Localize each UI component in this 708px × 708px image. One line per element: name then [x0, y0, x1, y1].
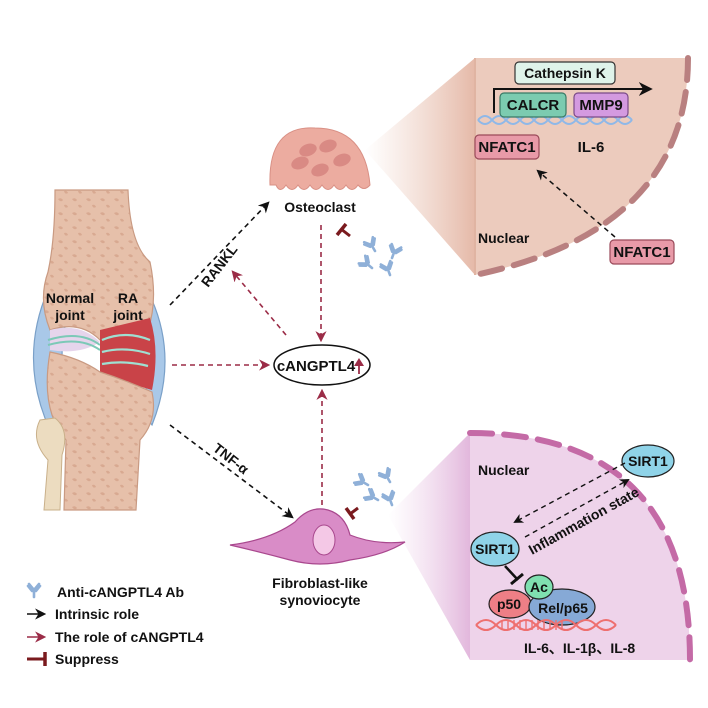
- ac-label: Ac: [530, 579, 548, 595]
- rankl-arrow: [169, 201, 270, 306]
- legend-item-intrinsic: Intrinsic role: [27, 606, 139, 622]
- osteoclast-label: Osteoclast: [284, 199, 356, 215]
- ra-joint-label-2: joint: [112, 307, 143, 323]
- antibody-icon: [26, 582, 42, 599]
- legend-suppress-label: Suppress: [55, 651, 119, 667]
- relp65-label: Rel/p65: [538, 600, 588, 616]
- upregulation-arrow-icon: [354, 358, 364, 374]
- nuclear-label-synoviocyte: Nuclear: [478, 462, 530, 478]
- sirt1-export-arrow: [524, 479, 630, 538]
- normal-joint-label-1: Normal: [46, 290, 94, 306]
- legend-item-antibody: Anti-cANGPTL4 Ab: [26, 582, 184, 600]
- p50-label: p50: [497, 596, 521, 612]
- legend-antibody-label: Anti-cANGPTL4 Ab: [57, 584, 184, 600]
- tnf-alpha-label: TNF-α: [210, 440, 252, 478]
- tnf-alpha-arrow: [169, 424, 294, 519]
- calcr-box: [499, 92, 567, 118]
- ac-ellipse: [524, 574, 554, 600]
- osteoclast-cell: [269, 127, 371, 190]
- nfatc1-dna-label: NFATC1: [478, 139, 535, 156]
- ra-joint-label-1: RA: [118, 290, 138, 306]
- suppress-icon: [27, 652, 47, 666]
- knee-joint-illustration: Normal joint RA joint: [32, 189, 166, 511]
- sirt1-suppress-icon: [504, 565, 524, 586]
- mmp9-label: MMP9: [579, 97, 622, 114]
- sirt1-inside-label: SIRT1: [475, 541, 515, 557]
- nuclear-membrane: [472, 55, 691, 278]
- osteoclast-zoom-panel: Cathepsin K CALCR MMP9 NFATC1 IL-6 Nucle…: [365, 55, 691, 278]
- legend: Anti-cANGPTL4 Ab Intrinsic role The role…: [26, 582, 204, 667]
- sirt1-outside-ellipse: [621, 444, 675, 478]
- antibody-cluster-synoviocyte: [352, 466, 399, 509]
- legend-intrinsic-label: Intrinsic role: [55, 606, 139, 622]
- nfatc1-outside-box: [609, 239, 675, 265]
- nuclear-membrane: [467, 430, 693, 663]
- cangptl4-to-rankl-arrow: [231, 270, 287, 336]
- synoviocyte-zoom-panel: Nuclear SIRT1 Inflammation state SIRT1 p…: [388, 430, 693, 663]
- cathepsin-k-box: [514, 61, 616, 85]
- il6-label: IL-6: [578, 139, 605, 156]
- calcr-label: CALCR: [507, 97, 560, 114]
- sirt1-import-arrow: [513, 462, 626, 523]
- legend-cangptl4-label: The role of cANGPTL4: [55, 629, 204, 645]
- legend-item-suppress: Suppress: [27, 651, 119, 667]
- nfatc1-translocation-arrow: [536, 169, 616, 238]
- nfatc1-dna-box: [474, 134, 540, 160]
- antibody-cluster-osteoclast: [356, 235, 404, 279]
- transcription-arrow: [493, 82, 653, 113]
- cangptl4-node: [273, 344, 371, 386]
- cangptl4-label: cANGPTL4: [277, 358, 356, 375]
- suppress-osteoclast-icon: [335, 222, 351, 238]
- synoviocyte-cell: [229, 508, 406, 565]
- synoviocyte-label-1: Fibroblast-like: [272, 575, 368, 591]
- sirt1-inside-ellipse: [470, 531, 520, 567]
- cytokines-label: IL-6、IL-1β、IL-8: [524, 640, 635, 656]
- sirt1-outside-label: SIRT1: [628, 453, 668, 469]
- cathepsin-k-label: Cathepsin K: [524, 65, 606, 81]
- synoviocyte-label-2: synoviocyte: [280, 592, 361, 608]
- suppress-synoviocyte-icon: [344, 506, 359, 521]
- legend-item-cangptl4: The role of cANGPTL4: [27, 629, 204, 645]
- dna-helix-icon: [475, 619, 617, 631]
- nfatc1-outside-label: NFATC1: [613, 244, 670, 261]
- normal-joint-label-2: joint: [54, 307, 85, 323]
- nuclear-label-osteoclast: Nuclear: [478, 230, 530, 246]
- mmp9-box: [573, 92, 629, 118]
- rankl-label: RANKL: [198, 241, 241, 290]
